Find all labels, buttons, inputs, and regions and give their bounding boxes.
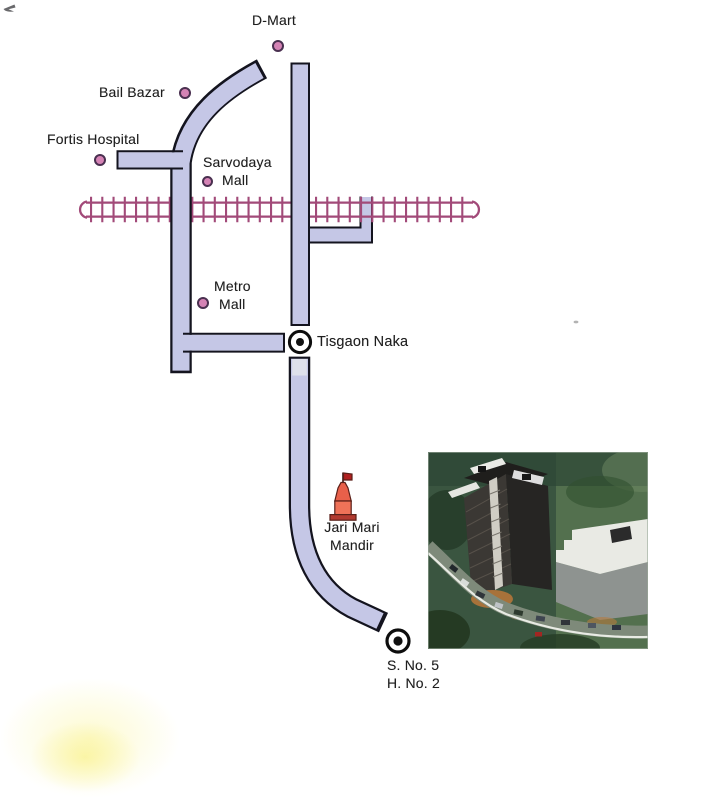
poi-dot-bail-bazar [179, 87, 191, 99]
tisgaon-naka-target-icon [287, 329, 313, 355]
location-map: D-Mart Bail Bazar Fortis Hospital Sarvod… [0, 4, 648, 798]
label-sarvodaya-mall: Mall [222, 172, 249, 188]
temple-flag-icon [342, 472, 353, 481]
label-sarvodaya: Sarvodaya [203, 154, 272, 170]
cars-on-road [449, 563, 621, 637]
road-south-curve [288, 356, 389, 633]
railway-track-icon [78, 196, 481, 223]
map-graphic [3, 4, 648, 654]
poi-dot-dmart [272, 40, 284, 52]
road-main-vertical [290, 62, 310, 326]
label-mandir: Mandir [330, 537, 374, 553]
scan-artifact-mark [3, 4, 16, 12]
scan-speck [573, 320, 579, 324]
building-photo [428, 452, 648, 649]
label-site-house-no: H. No. 2 [387, 675, 440, 691]
temple-icon [329, 472, 357, 521]
road-light-segment [292, 359, 307, 376]
road-fortis-spur [116, 150, 184, 170]
poi-dot-metro [197, 297, 209, 309]
road-tisgaon-cross [183, 332, 285, 353]
label-metro: Metro [214, 278, 251, 294]
label-bail-bazar: Bail Bazar [99, 84, 165, 100]
label-fortis-hospital: Fortis Hospital [47, 131, 140, 147]
label-metro-mall: Mall [219, 296, 246, 312]
poi-dot-fortis [94, 154, 106, 166]
label-jari-mari: Jari Mari [324, 519, 380, 535]
label-tisgaon-naka: Tisgaon Naka [317, 334, 409, 350]
label-site-survey-no: S. No. 5 [387, 657, 440, 673]
site-target-icon [385, 628, 411, 654]
poi-dot-sarvodaya [202, 176, 213, 187]
label-dmart: D-Mart [252, 12, 296, 28]
